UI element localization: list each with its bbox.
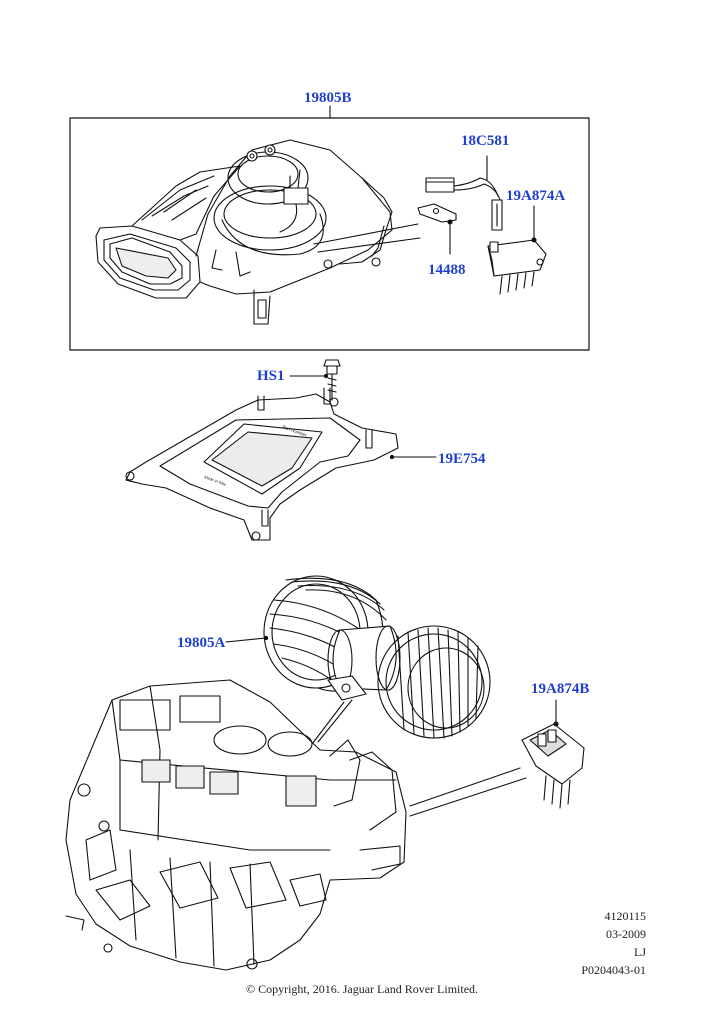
meta-date: 03-2009 [606, 927, 646, 941]
callout-18C581[interactable]: 18C581 [461, 133, 510, 149]
callout-HS1[interactable]: HS1 [257, 368, 285, 384]
leader-resistor-to-box [409, 767, 521, 807]
resistor-b-drawing [521, 699, 585, 809]
leader-motor-to-box [317, 699, 353, 743]
meta-code: 4120115 [604, 909, 646, 923]
hvac-unit-drawing [65, 679, 407, 971]
harness-drawing [425, 155, 503, 231]
meta-initials: LJ [634, 945, 646, 959]
copyright-notice: © Copyright, 2016. Jaguar Land Rover Lim… [245, 982, 479, 996]
bracket-drawing [417, 203, 457, 255]
resistor-a-drawing [487, 205, 547, 295]
motor-fan-drawing [225, 575, 491, 739]
meta-drawing-id: P0204043-01 [581, 963, 646, 977]
callout-19805B[interactable]: 19805B [304, 90, 352, 106]
leader-resistor-to-box-2 [409, 777, 527, 817]
callout-19A874A[interactable]: 19A874A [506, 188, 566, 204]
callout-14488[interactable]: 14488 [428, 262, 466, 278]
callout-19A874B[interactable]: 19A874B [531, 681, 590, 697]
drawing-meta: 4120115 03-2009 LJ P0204043-01 [581, 907, 646, 979]
blower-housing-drawing [95, 139, 421, 325]
screw-drawing [289, 359, 341, 401]
callout-19805A[interactable]: 19805A [177, 635, 226, 651]
mounting-plate-drawing [125, 387, 437, 541]
callout-19E754[interactable]: 19E754 [438, 451, 486, 467]
